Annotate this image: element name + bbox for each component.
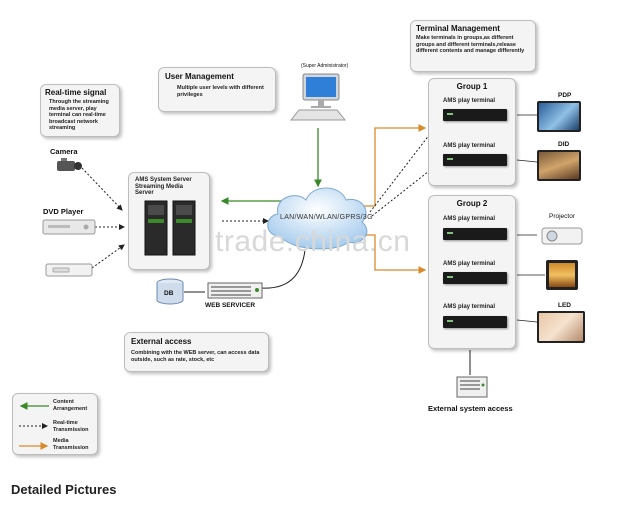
server-box: AMS System Server Streaming Media Server	[128, 172, 210, 270]
camera-label: Camera	[50, 147, 78, 156]
camera-icon	[57, 158, 82, 171]
did-screen	[537, 150, 581, 181]
legend-realtime-label: Real-time Transmission	[53, 420, 89, 433]
server-line2: Streaming Media Server	[135, 183, 184, 197]
media-device-icon	[45, 263, 93, 277]
group2-box: Group 2 AMS play terminal AMS play termi…	[428, 195, 516, 349]
dvd-player-label: DVD Player	[43, 207, 84, 216]
terminal-management-title: Terminal Management	[416, 24, 500, 33]
projector-icon	[541, 227, 583, 245]
led-screen	[537, 311, 585, 343]
user-management-box: User Management Multiple user levels wit…	[158, 67, 276, 112]
external-system-icon	[456, 376, 488, 398]
terminal-management-box: Terminal Management Make terminals in gr…	[410, 20, 536, 72]
group1-terminal-1-label: AMS play terminal	[443, 98, 496, 104]
pdp-screen	[537, 101, 581, 132]
group2-title: Group 2	[456, 199, 488, 208]
group1-terminal-1	[443, 109, 507, 121]
web-servicer-icon	[207, 282, 263, 299]
cloud-to-group2-arrow	[360, 234, 427, 274]
db-label: DB	[164, 290, 174, 297]
user-management-desc: Multiple user levels with different priv…	[177, 85, 264, 98]
server-towers-icon	[144, 200, 196, 256]
cloud-to-terminal2-arrow	[371, 159, 444, 217]
watermark-text: trade.china.cn	[215, 225, 411, 258]
legend-realtime-line	[19, 423, 48, 429]
legend-box: Content Arrangement Real-time Transmissi…	[12, 393, 98, 455]
user-management-title: User Management	[165, 72, 234, 81]
terminal-management-desc: Make terminals in groups,as different gr…	[416, 35, 525, 54]
did-label: DID	[558, 141, 570, 148]
external-access-desc: Combining with the WEB server, can acces…	[131, 350, 260, 363]
legend-media-line	[19, 442, 49, 450]
group2-terminal-1	[443, 228, 507, 240]
group2-terminal-2	[443, 272, 507, 284]
t2-to-did-line	[516, 159, 538, 163]
realtime-signal-desc: Through the streaming media server, play…	[49, 99, 109, 131]
external-system-access-label: External system access	[428, 404, 513, 413]
web-to-cloud-line	[261, 249, 306, 289]
tv-screen	[546, 260, 578, 290]
group2-terminal-2-label: AMS play terminal	[443, 261, 496, 267]
t5-to-led-line	[516, 319, 538, 323]
super-admin-label: (Super Administrator)	[301, 63, 349, 69]
camera-to-server-arrow	[81, 167, 123, 211]
external-access-title: External access	[131, 337, 192, 346]
group1-terminal-2-label: AMS play terminal	[443, 143, 496, 149]
web-servicer-label: WEB SERVICER	[205, 302, 256, 309]
realtime-signal-box: Real-time signal Through the streaming m…	[40, 84, 120, 137]
group2-terminal-1-label: AMS play terminal	[443, 216, 496, 222]
legend-media-label: Media Transmission	[53, 438, 89, 451]
group2-terminal-3-label: AMS play terminal	[443, 304, 496, 310]
group2-terminal-3	[443, 316, 507, 328]
group1-title: Group 1	[456, 82, 488, 91]
dvd-player-icon	[42, 219, 96, 235]
led-label: LED	[558, 302, 571, 309]
external-access-box: External access Combining with the WEB s…	[124, 332, 269, 372]
group1-box: Group 1 AMS play terminal AMS play termi…	[428, 78, 516, 186]
legend-content-label: Content Arrangement	[53, 399, 88, 412]
database-icon	[156, 278, 184, 305]
cloud-to-group1-arrow	[360, 124, 427, 207]
server-line1: AMS System Server	[135, 177, 192, 183]
legend-content-line	[19, 402, 49, 410]
group1-terminal-2	[443, 154, 507, 166]
realtime-signal-title: Real-time signal	[45, 88, 107, 97]
network-cloud-icon	[267, 187, 368, 250]
detailed-pictures-heading: Detailed Pictures	[11, 482, 117, 497]
pdp-label: PDP	[558, 92, 572, 99]
projector-label: Projector	[549, 213, 576, 220]
vcr-to-server-arrow	[91, 244, 125, 269]
admin-computer-icon	[289, 73, 347, 121]
cloud-network-label: LAN/WAN/WLAN/GPRS/3G	[280, 214, 373, 221]
